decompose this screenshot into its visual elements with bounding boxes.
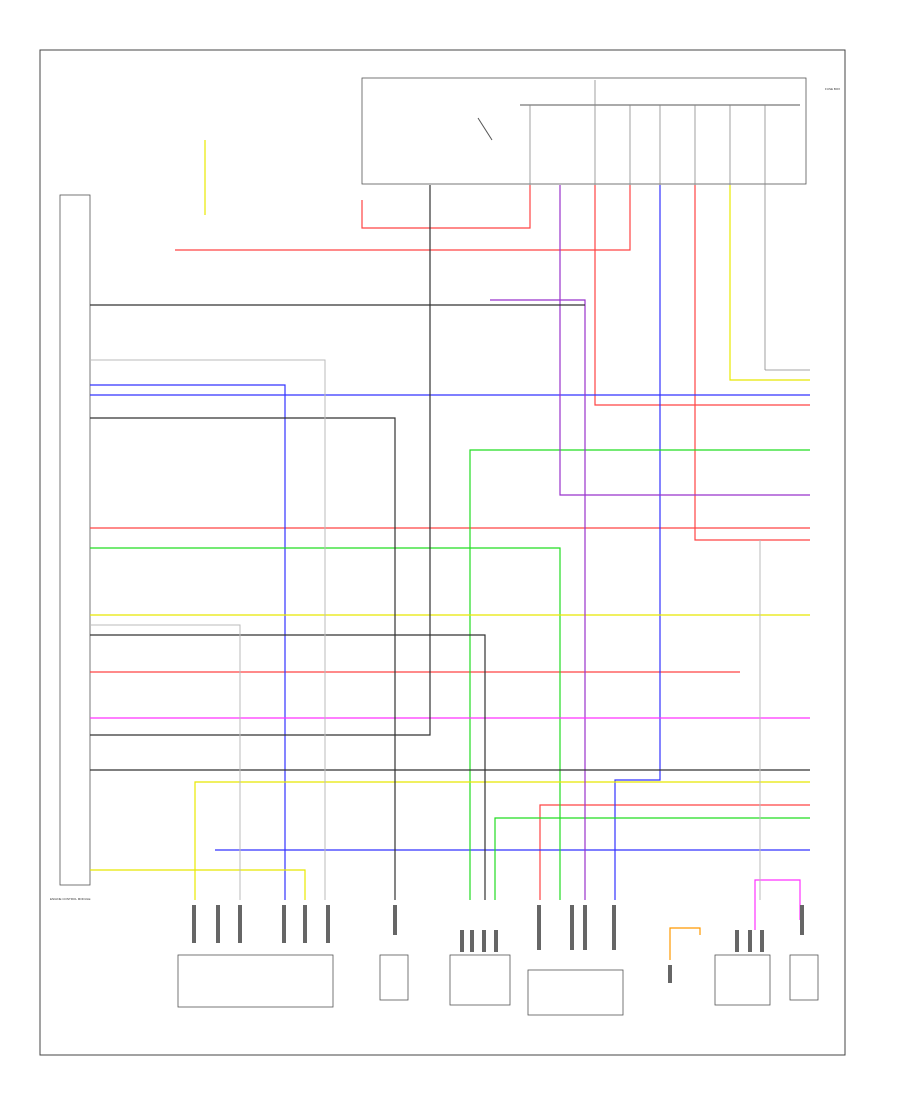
wire-group-yellow [90,185,810,900]
wire-green-3 [494,817,810,900]
wire-red-6 [694,185,810,541]
wire-red-5 [594,185,810,406]
wire-green-2 [469,449,810,900]
component-box-6 [789,954,819,1001]
wire-yellow-4 [729,185,810,381]
wire-pink-2 [754,879,801,930]
component-box-2 [379,954,409,1001]
relay-switch [477,117,493,141]
fuse-box-label: FUSE BOX [825,87,840,91]
wire-orange-1 [669,927,701,960]
component-box-3 [449,954,511,1006]
wire-red-7 [539,804,810,900]
wire-gray-1 [90,359,326,900]
wire-group-green [90,449,810,900]
wire-yellow-2 [194,781,810,900]
bottom-pins [192,905,804,983]
diagram-frame [39,49,846,1056]
ecm-connector [59,194,91,886]
wire-group-gray [90,359,761,900]
wire-group-red [90,185,810,900]
fuse-box [361,77,807,185]
wire-blue-1 [90,384,286,900]
wire-violet-2 [490,299,586,900]
wire-gray-2 [90,624,241,900]
wire-red-4 [175,185,631,251]
wire-yellow-3 [90,869,306,900]
wire-black-4 [90,185,431,736]
wire-group-violet [90,185,810,930]
wire-group-blue [90,185,810,900]
wire-group-black [90,185,810,900]
wire-red-3 [361,185,531,229]
component-box-1 [177,954,334,1008]
wire-blue-4 [614,185,661,900]
component-box-5 [714,954,771,1006]
fuse-taps [529,80,810,371]
component-box-4 [527,969,624,1016]
ecm-label: ENGINE CONTROL MODULE [50,897,91,901]
wire-violet-1 [559,185,810,496]
wire-green-1 [90,547,561,900]
wire-black-2 [90,417,396,900]
wire-black-3 [90,634,486,900]
